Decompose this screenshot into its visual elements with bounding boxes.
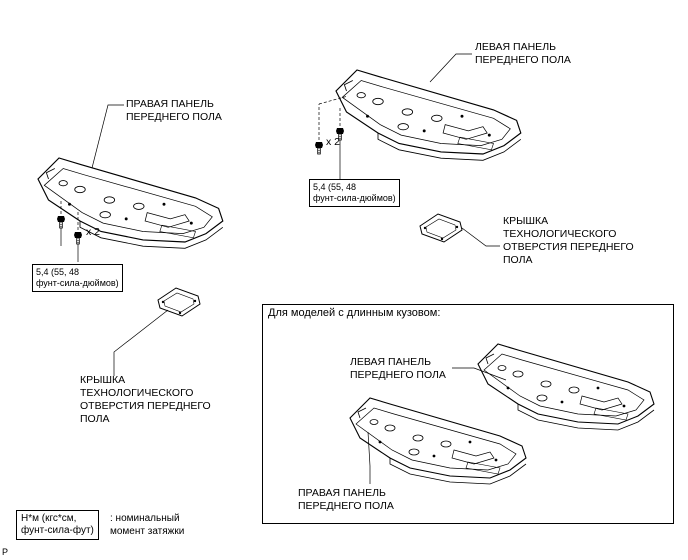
- long-body-title: Для моделей с длинным кузовом:: [268, 307, 441, 319]
- torque-line: 5,4 (55, 48: [36, 267, 80, 277]
- legend-line: фунт-сила-фут): [21, 525, 94, 536]
- label-service-cover-left: КРЫШКА ТЕХНОЛОГИЧЕСКОГО ОТВЕРСТИЯ ПЕРЕДН…: [503, 215, 634, 267]
- torque-box-right: 5,4 (55, 48 фунт-сила-дюймов): [32, 264, 123, 292]
- label-line: ПЕРЕДНЕГО ПОЛА: [475, 54, 571, 66]
- label-long-right-floor-panel: ПРАВАЯ ПАНЕЛЬ ПЕРЕДНЕГО ПОЛА: [298, 487, 394, 513]
- label-line: ОТВЕРСТИЯ ПЕРЕДНЕГО: [80, 400, 211, 412]
- legend-line: : номинальный: [110, 513, 180, 524]
- label-left-floor-panel: ЛЕВАЯ ПАНЕЛЬ ПЕРЕДНЕГО ПОЛА: [475, 41, 571, 67]
- legend-description: : номинальный момент затяжки: [110, 512, 184, 538]
- legend-line: Н*м (кгс*см,: [21, 513, 77, 524]
- label-line: ПРАВАЯ ПАНЕЛЬ: [298, 487, 386, 499]
- label-line: ПЕРЕДНЕГО ПОЛА: [350, 369, 446, 381]
- label-line: ПЕРЕДНЕГО ПОЛА: [126, 111, 222, 123]
- label-right-floor-panel: ПРАВАЯ ПАНЕЛЬ ПЕРЕДНЕГО ПОЛА: [126, 98, 222, 124]
- torque-box-left: 5,4 (55, 48 фунт-сила-дюймов): [309, 179, 400, 207]
- qty-left: x 2: [326, 136, 341, 148]
- torque-line: 5,4 (55, 48: [313, 182, 357, 192]
- right-floor-panel-drawing: [37, 157, 224, 249]
- bolt-right-lower: [73, 231, 83, 245]
- legend-unit-box: Н*м (кгс*см, фунт-сила-фут): [16, 510, 99, 540]
- label-line: КРЫШКА: [80, 374, 126, 386]
- qty-right: x 2: [86, 226, 101, 238]
- label-line: ПРАВАЯ ПАНЕЛЬ: [126, 98, 214, 110]
- legend-line: момент затяжки: [110, 526, 185, 537]
- label-line: ОТВЕРСТИЯ ПЕРЕДНЕГО: [503, 241, 634, 253]
- torque-line: фунт-сила-дюймов): [313, 193, 396, 203]
- left-floor-panel-drawing: [335, 69, 522, 161]
- long-body-frame: [262, 304, 674, 524]
- label-line: ПОЛА: [80, 413, 110, 425]
- label-line: ТЕХНОЛОГИЧЕСКОГО: [503, 228, 617, 240]
- service-cover-left-drawing: [419, 213, 463, 243]
- label-line: КРЫШКА: [503, 215, 549, 227]
- label-service-cover-right: КРЫШКА ТЕХНОЛОГИЧЕСКОГО ОТВЕРСТИЯ ПЕРЕДН…: [80, 374, 211, 426]
- label-long-left-floor-panel: ЛЕВАЯ ПАНЕЛЬ ПЕРЕДНЕГО ПОЛА: [350, 356, 446, 382]
- label-line: ТЕХНОЛОГИЧЕСКОГО: [80, 387, 194, 399]
- bolt-right-upper: [56, 215, 66, 229]
- label-line: ЛЕВАЯ ПАНЕЛЬ: [475, 41, 556, 53]
- label-line: ПЕРЕДНЕГО ПОЛА: [298, 500, 394, 512]
- service-cover-right-drawing: [157, 287, 201, 317]
- label-line: ЛЕВАЯ ПАНЕЛЬ: [350, 356, 431, 368]
- bolt-left-upper: [314, 141, 324, 155]
- corner-code: P: [2, 547, 9, 557]
- label-line: ПОЛА: [503, 254, 533, 266]
- torque-line: фунт-сила-дюймов): [36, 278, 119, 288]
